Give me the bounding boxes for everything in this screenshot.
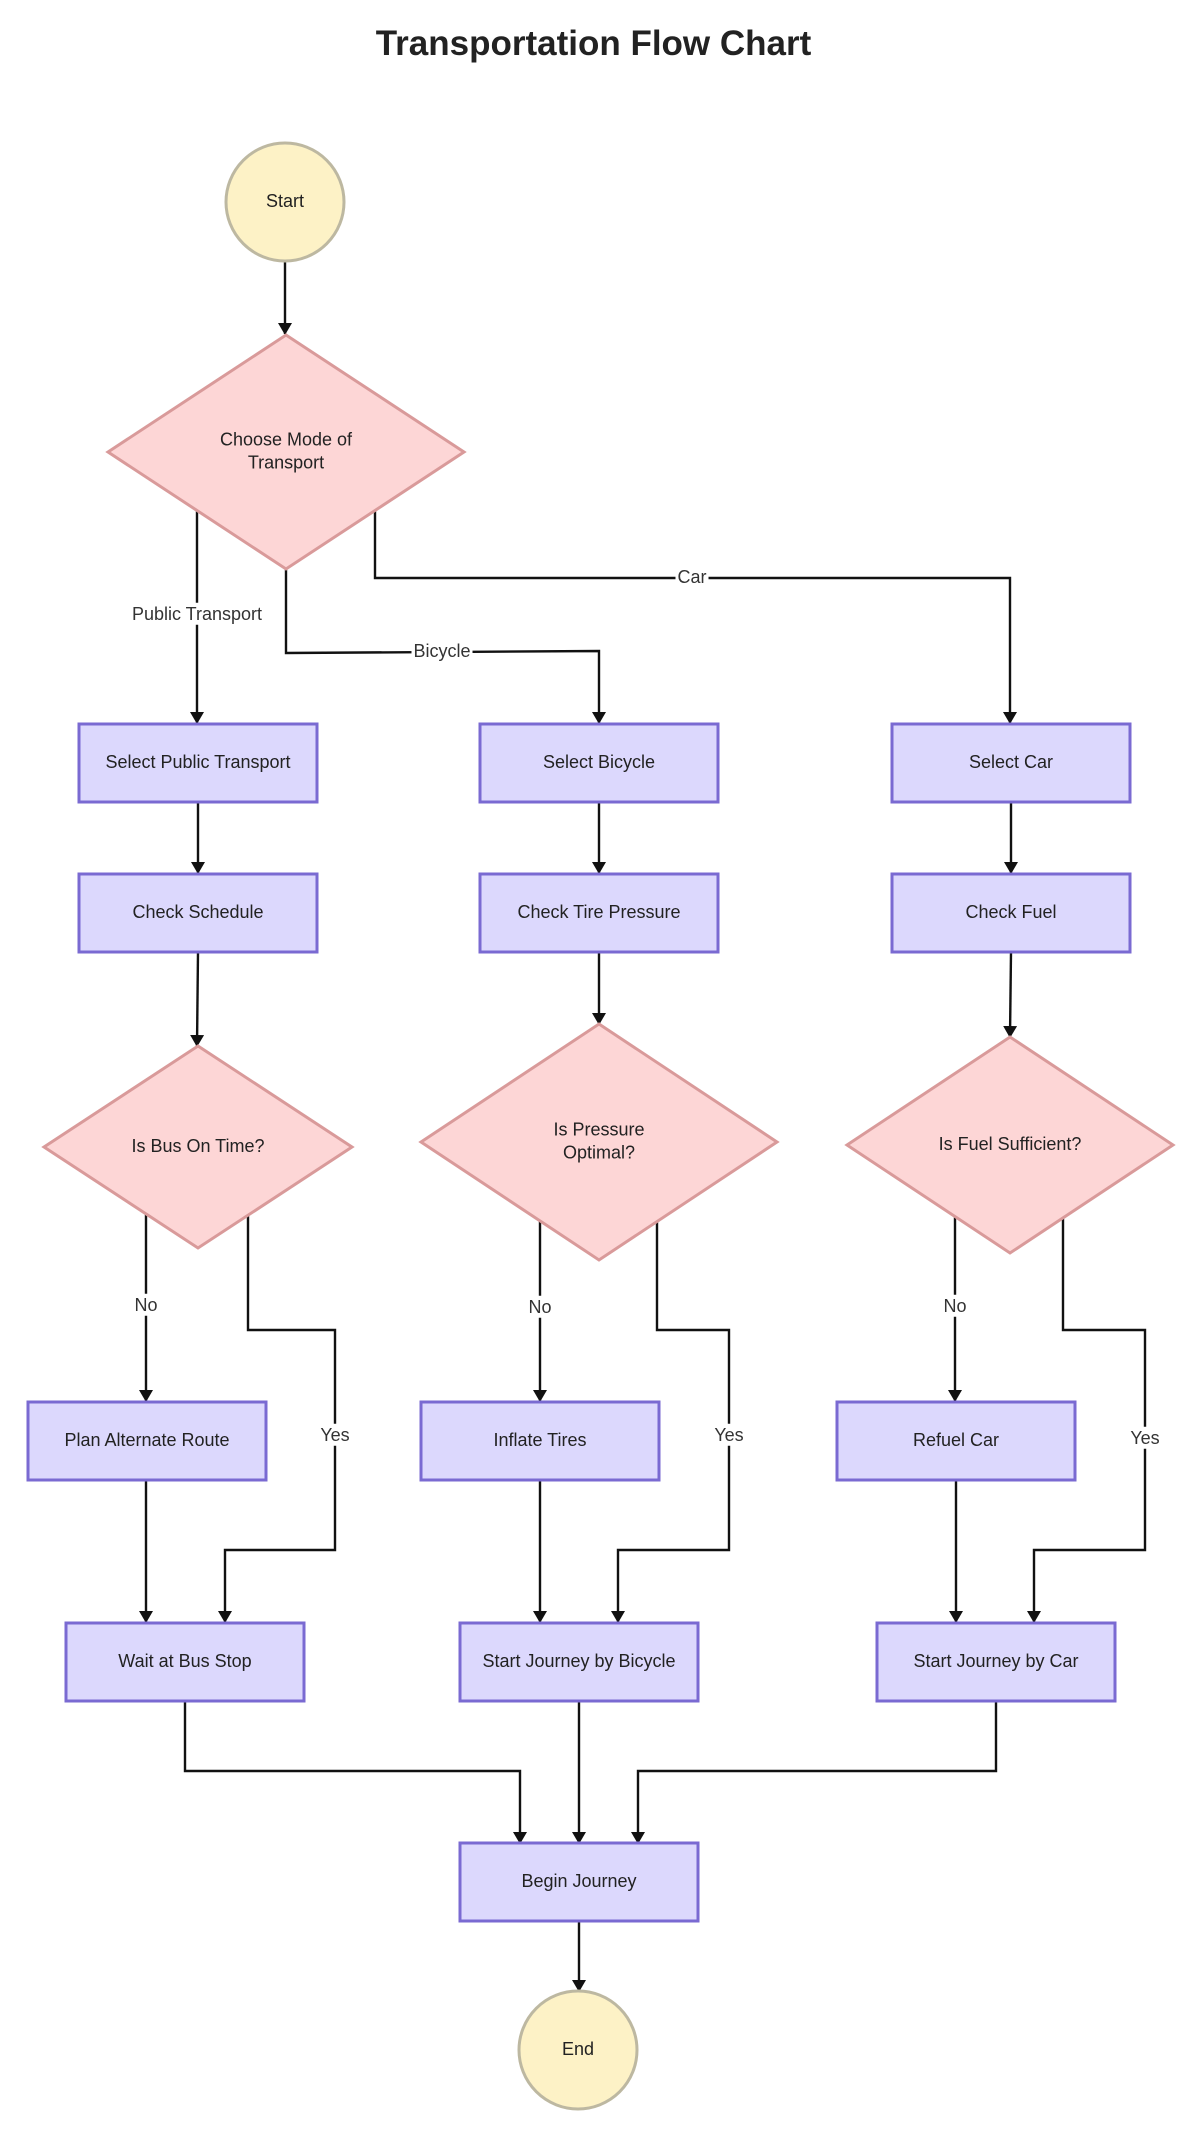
node-label: Check Schedule <box>132 902 263 922</box>
edge-label-pressure-optimal-to-inflate-tires: No <box>526 1295 554 1318</box>
node-label: Is Fuel Sufficient? <box>939 1134 1082 1154</box>
edge-label-fuel-sufficient-to-start-car: Yes <box>1128 1426 1162 1449</box>
edge-check-schedule-to-bus-on-time <box>190 951 205 1047</box>
node-label: Optimal? <box>563 1142 635 1162</box>
node-label: Inflate Tires <box>493 1430 586 1450</box>
process-shape <box>64 1621 306 1703</box>
svg-text:Public Transport: Public Transport <box>132 604 262 624</box>
node-start[interactable]: Start <box>224 141 346 263</box>
node-inflate-tires[interactable]: Inflate Tires <box>419 1400 661 1482</box>
node-label: Select Public Transport <box>105 752 290 772</box>
node-check-schedule[interactable]: Check Schedule <box>77 872 319 954</box>
process-shape <box>458 1621 700 1703</box>
terminal-shape <box>517 1989 639 2111</box>
node-label: Check Tire Pressure <box>517 902 680 922</box>
edge-label-pressure-optimal-to-start-bicycle: Yes <box>712 1423 746 1446</box>
process-shape <box>478 722 720 804</box>
node-label: Choose Mode of <box>220 429 353 449</box>
edge-label-bus-on-time-to-plan-alternate: No <box>132 1293 160 1316</box>
node-start-car[interactable]: Start Journey by Car <box>875 1621 1117 1703</box>
node-select-public[interactable]: Select Public Transport <box>77 722 319 804</box>
svg-text:No: No <box>943 1296 966 1316</box>
node-label: Refuel Car <box>913 1430 999 1450</box>
edge-choose-mode-to-select-car <box>373 511 1017 724</box>
process-shape <box>890 722 1132 804</box>
node-label: Transport <box>248 452 324 472</box>
node-end[interactable]: End <box>517 1989 639 2111</box>
edge-label-choose-mode-to-select-public: Public Transport <box>129 602 265 625</box>
node-wait-bus-stop[interactable]: Wait at Bus Stop <box>64 1621 306 1703</box>
node-select-bicycle[interactable]: Select Bicycle <box>478 722 720 804</box>
node-fuel-sufficient[interactable]: Is Fuel Sufficient? <box>844 1035 1176 1255</box>
process-shape <box>26 1400 268 1482</box>
node-bus-on-time[interactable]: Is Bus On Time? <box>41 1044 355 1250</box>
node-start-bicycle[interactable]: Start Journey by Bicycle <box>458 1621 700 1703</box>
edge-start-car-to-begin-journey <box>631 1701 998 1844</box>
edge-label-bus-on-time-to-wait-bus-stop: Yes <box>318 1423 352 1446</box>
svg-text:Yes: Yes <box>714 1425 743 1445</box>
node-select-car[interactable]: Select Car <box>890 722 1132 804</box>
decision-shape <box>41 1044 355 1250</box>
svg-text:No: No <box>528 1297 551 1317</box>
node-label: Wait at Bus Stop <box>118 1651 251 1671</box>
process-shape <box>77 722 319 804</box>
edge-label-fuel-sufficient-to-refuel-car: No <box>941 1294 969 1317</box>
node-refuel-car[interactable]: Refuel Car <box>835 1400 1077 1482</box>
svg-text:Car: Car <box>677 567 706 587</box>
process-shape <box>419 1400 661 1482</box>
node-label: Begin Journey <box>521 1871 636 1891</box>
decision-shape <box>105 333 467 571</box>
decision-shape <box>844 1035 1176 1255</box>
svg-text:Bicycle: Bicycle <box>413 641 470 661</box>
node-plan-alternate[interactable]: Plan Alternate Route <box>26 1400 268 1482</box>
node-label: Is Pressure <box>553 1119 644 1139</box>
node-label: Start Journey by Car <box>913 1651 1078 1671</box>
edge-label-choose-mode-to-select-car: Car <box>675 565 709 588</box>
node-label: Is Bus On Time? <box>131 1136 264 1156</box>
node-begin-journey[interactable]: Begin Journey <box>458 1841 700 1923</box>
svg-text:Yes: Yes <box>1130 1428 1159 1448</box>
svg-text:Yes: Yes <box>320 1425 349 1445</box>
svg-text:No: No <box>134 1295 157 1315</box>
process-shape <box>835 1400 1077 1482</box>
node-choose-mode[interactable]: Choose Mode of Transport <box>105 333 467 571</box>
process-shape <box>478 872 720 954</box>
node-check-fuel[interactable]: Check Fuel <box>890 872 1132 954</box>
node-check-tire[interactable]: Check Tire Pressure <box>478 872 720 954</box>
process-shape <box>890 872 1132 954</box>
node-label: Select Bicycle <box>543 752 655 772</box>
process-shape <box>77 872 319 954</box>
process-shape <box>875 1621 1117 1703</box>
node-label: End <box>562 2039 594 2059</box>
chart-title: Transportation Flow Chart <box>375 24 812 63</box>
node-label: Start <box>266 191 304 211</box>
node-label: Select Car <box>969 752 1053 772</box>
edge-wait-bus-stop-to-begin-journey <box>183 1701 527 1844</box>
node-label: Start Journey by Bicycle <box>482 1651 675 1671</box>
terminal-shape <box>224 141 346 263</box>
edge-check-fuel-to-fuel-sufficient <box>1003 951 1018 1038</box>
decision-shape <box>418 1022 780 1262</box>
node-label: Plan Alternate Route <box>64 1430 229 1450</box>
edge-label-choose-mode-to-select-bicycle: Bicycle <box>411 639 473 662</box>
process-shape <box>458 1841 700 1923</box>
node-label: Check Fuel <box>965 902 1056 922</box>
